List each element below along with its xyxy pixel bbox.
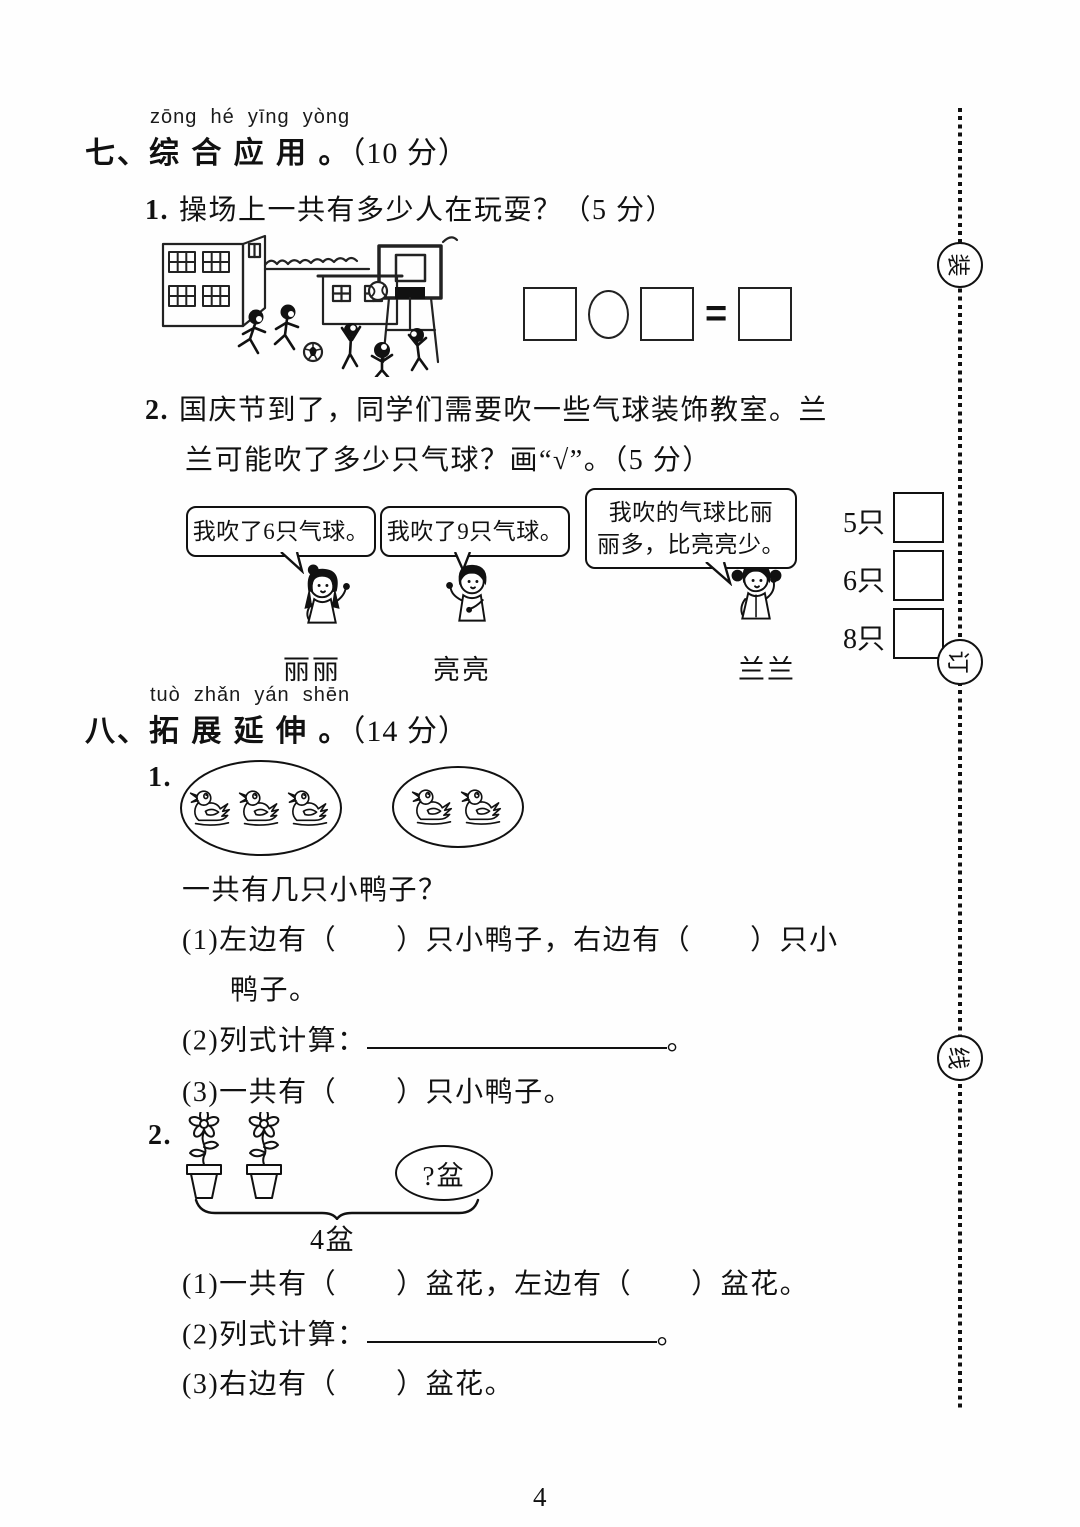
section8-heading: 八、拓 展 延 伸 。（14 分） xyxy=(85,706,469,750)
section8-title: 八、拓 展 延 伸 。 xyxy=(85,715,351,748)
duck-icon xyxy=(411,788,457,826)
option-label-8: 8只 xyxy=(843,624,886,655)
option-checkbox-8[interactable] xyxy=(893,608,944,659)
stamp-char: 装 xyxy=(945,253,971,277)
speech-bubble-lili: 我吹了6只气球。 xyxy=(186,506,376,557)
equation-box-1[interactable] xyxy=(523,287,577,341)
section7-heading: 七、综 合 应 用 。（10 分） xyxy=(85,128,469,172)
brace-icon xyxy=(194,1198,480,1220)
equals-sign: = xyxy=(705,292,728,335)
s8-q2-sub2-period: 。 xyxy=(656,1319,687,1351)
bubble-text-line1: 我吹的气球比丽 xyxy=(608,500,774,526)
s7-q2-line1: 2. 国庆节到了，同学们需要吹一些气球装饰教室。兰 xyxy=(145,388,828,428)
playground-illustration xyxy=(161,234,459,377)
flower-pot-icon xyxy=(238,1112,290,1200)
s8-q1-sub1-line1: (1)左边有（ ）只小鸭子，右边有（ ）只小 xyxy=(182,925,839,956)
page-number: 4 xyxy=(533,1482,547,1512)
equation-operator-circle[interactable] xyxy=(588,289,629,339)
option-label-6: 6只 xyxy=(843,566,886,597)
bubble-text-line2: 丽多，比亮亮少。 xyxy=(597,531,785,557)
answer-blank[interactable] xyxy=(366,1312,657,1344)
s8-q1-question: 一共有几只小鸭子？ xyxy=(182,875,448,906)
stamp-char: 订 xyxy=(945,650,971,674)
duck-icon xyxy=(238,789,284,827)
s8-q1-sub1-line2: 鸭子。 xyxy=(230,975,319,1006)
kid-name-lili: 丽丽 xyxy=(283,655,341,685)
flower-pot-group xyxy=(178,1112,290,1200)
s7-q1-line: 1. 操场上一共有多少人在玩耍？（5 分） xyxy=(145,188,675,228)
s8-q1-sub2-label: (2)列式计算： xyxy=(182,1025,367,1057)
stamp-char: 线 xyxy=(945,1046,971,1070)
flower-pot-icon xyxy=(178,1112,230,1200)
s8-q2-sub1: (1)一共有（ ）盆花，左边有（ ）盆花。 xyxy=(182,1269,810,1300)
duck-icon xyxy=(189,789,235,827)
s7-q2-number: 2. xyxy=(145,395,169,426)
unknown-pots-label: ?盆 xyxy=(422,1160,466,1191)
section7-score: （10 分） xyxy=(350,137,469,170)
s8-q1-sub2: (2)列式计算： 。 xyxy=(182,1018,696,1058)
speech-bubble-liangliang: 我吹了9只气球。 xyxy=(380,506,570,557)
unknown-pots-oval: ?盆 xyxy=(395,1145,493,1201)
s8-q2-number: 2. xyxy=(148,1120,172,1151)
kid-name-lanlan: 兰兰 xyxy=(738,655,796,685)
right-duck-group xyxy=(392,766,524,848)
s8-q2-sub2-label: (2)列式计算： xyxy=(182,1319,367,1351)
bubble-tail-icon xyxy=(705,562,733,586)
equation-result-box[interactable] xyxy=(738,287,793,341)
s8-q1-sub2-period: 。 xyxy=(666,1025,697,1057)
section7-title: 七、综 合 应 用 。 xyxy=(85,137,351,170)
s8-q1-number: 1. xyxy=(148,762,172,793)
speech-bubble-lanlan: 我吹的气球比丽 丽多，比亮亮少。 xyxy=(585,488,797,569)
option-checkbox-6[interactable] xyxy=(893,550,944,601)
binding-dotted-line xyxy=(958,108,962,1408)
binding-stamp-3: 线 xyxy=(937,1035,983,1081)
equation-template: = xyxy=(523,287,793,341)
equation-box-2[interactable] xyxy=(640,287,694,341)
section7-pinyin: zōng hé yīng yòng xyxy=(150,106,351,128)
s8-q2-sub3: (3)右边有（ ）盆花。 xyxy=(182,1369,515,1400)
duck-icon xyxy=(287,789,333,827)
binding-stamp-1: 装 xyxy=(937,242,983,288)
section8-pinyin: tuò zhǎn yán shēn xyxy=(150,684,351,706)
option-label-5: 5只 xyxy=(843,508,886,539)
boy-liangliang-figure xyxy=(446,564,487,622)
bubble-text: 我吹了6只气球。 xyxy=(192,518,370,544)
bubble-tail-icon xyxy=(453,552,472,574)
kid-name-liangliang: 亮亮 xyxy=(433,655,491,685)
bubble-text: 我吹了9只气球。 xyxy=(386,518,564,544)
left-duck-group xyxy=(180,760,342,856)
option-checkbox-5[interactable] xyxy=(893,492,944,543)
total-pots-label: 4盆 xyxy=(310,1225,356,1256)
duck-icon xyxy=(460,788,506,826)
s7-q1-number: 1. xyxy=(145,195,169,226)
s8-q2-sub2: (2)列式计算： 。 xyxy=(182,1312,686,1352)
s8-q1-sub3: (3)一共有（ ）只小鸭子。 xyxy=(182,1077,574,1108)
girl-lili-figure xyxy=(304,564,350,624)
bubble-tail-icon xyxy=(280,552,305,574)
binding-stamp-2: 订 xyxy=(937,639,983,685)
answer-blank[interactable] xyxy=(366,1018,667,1050)
section8-score: （14 分） xyxy=(350,715,469,748)
s7-q2-line2: 兰可能吹了多少只气球？画“√”。（5 分） xyxy=(185,445,712,476)
s7-q2-text1: 国庆节到了，同学们需要吹一些气球装饰教室。兰 xyxy=(179,395,829,426)
s7-q1-text: 操场上一共有多少人在玩耍？（5 分） xyxy=(179,195,676,226)
